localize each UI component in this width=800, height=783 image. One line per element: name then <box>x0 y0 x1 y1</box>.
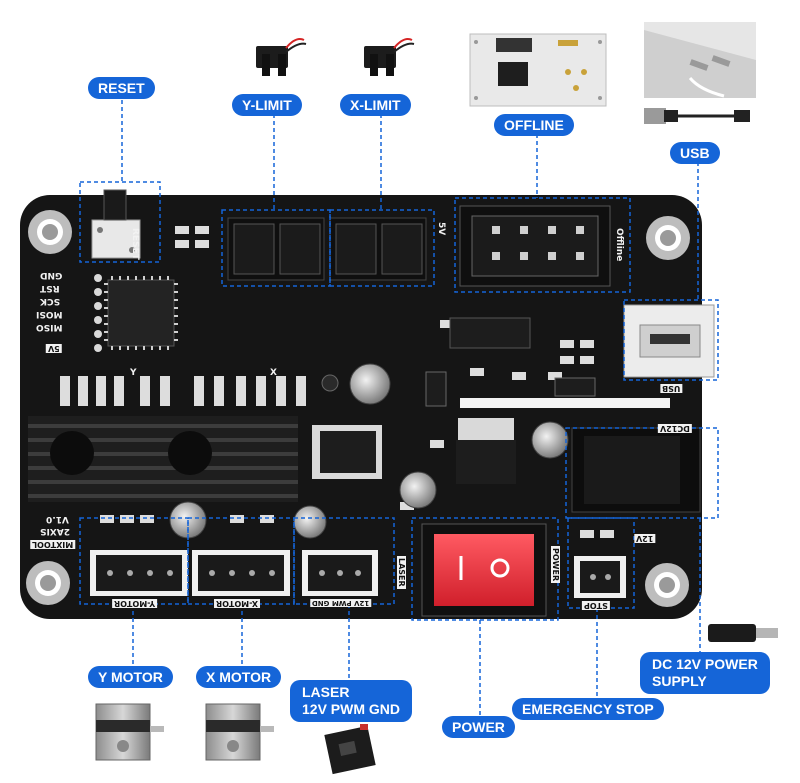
silk-usb: USB <box>660 384 683 393</box>
silk-stop: STOP <box>582 601 610 610</box>
leader-lines <box>121 100 701 716</box>
silk-y: Y <box>130 368 137 378</box>
silk-mosi: MOSI <box>36 309 63 319</box>
usb-cable-icon <box>644 108 750 124</box>
usb-box <box>623 299 719 381</box>
dc-jack <box>571 427 701 513</box>
limit-switch-icon-x <box>364 38 415 76</box>
label-offline: OFFLINE <box>494 114 574 136</box>
label-usb: USB <box>670 142 720 164</box>
silk-offline: Offline <box>614 228 624 262</box>
label-reset: RESET <box>88 77 155 99</box>
silk-laser: LASER <box>397 556 406 589</box>
limit-connectors <box>227 217 427 281</box>
stepper-motor-icon-x <box>205 703 274 761</box>
silk-gnd: GND <box>40 270 63 280</box>
label-x-motor: X MOTOR <box>196 666 282 688</box>
mounting-hole-br <box>645 563 689 607</box>
silk-miso: MISO <box>36 322 63 332</box>
driver-chip <box>449 317 531 349</box>
silk-rst: RST <box>40 283 60 293</box>
dc-plug-icon <box>708 624 778 642</box>
silk-laser-pins: 12V PWM GND <box>310 599 372 607</box>
stepper-motor-icon-y <box>95 703 164 761</box>
silk-dc12v: DC12V <box>658 424 692 433</box>
label-x-limit: X-LIMIT <box>340 94 411 116</box>
silk-brand: MIXTOOL <box>30 540 76 549</box>
dc-box <box>565 427 719 519</box>
silk-version: V1.0 <box>46 514 69 524</box>
voltage-regulator <box>312 425 382 479</box>
board-strip <box>460 398 670 408</box>
silk-5v: 5V <box>436 222 446 236</box>
smd-components <box>60 226 614 538</box>
capacitors <box>169 363 569 539</box>
label-dc-line1: DC 12V POWER <box>652 656 758 672</box>
label-laser-line2: 12V PWM GND <box>302 701 401 717</box>
silk-axis: 2AXIS <box>40 526 70 536</box>
silk-y-motor: Y-MOTOR <box>112 599 158 608</box>
x-limit-box <box>329 209 435 287</box>
mounting-hole-tl <box>28 210 72 254</box>
label-laser: LASER 12V PWM GND <box>290 680 413 722</box>
diode <box>425 371 596 407</box>
label-laser-line1: LASER <box>302 684 350 700</box>
offline-box <box>454 197 631 293</box>
mounting-hole-tr <box>646 216 690 260</box>
silk-pin-5v: 5V <box>46 344 62 353</box>
label-emergency-stop: EMERGENCY STOP <box>512 698 664 720</box>
motor-connectors <box>90 550 626 598</box>
reset-box <box>79 181 161 263</box>
mounting-hole-bl <box>26 561 70 605</box>
limit-switch-icon-y <box>256 38 307 76</box>
label-y-limit: Y-LIMIT <box>232 94 302 116</box>
label-dc-power: DC 12V POWER SUPPLY <box>640 652 770 694</box>
silk-reset: RESET <box>130 228 140 260</box>
silk-12v: 12V <box>634 534 656 543</box>
laser-box <box>293 517 395 605</box>
pcb-board <box>20 189 715 619</box>
silk-x-motor: X-MOTOR <box>214 599 261 608</box>
label-power: POWER <box>442 716 515 738</box>
silk-power: POWER <box>551 546 560 584</box>
offline-controller-icon <box>469 33 607 107</box>
silk-x: X <box>270 368 277 378</box>
y-limit-box <box>221 209 331 287</box>
heatsink <box>28 416 298 502</box>
mosfet <box>456 418 516 484</box>
mcu-chip <box>104 276 178 350</box>
laser-module-icon <box>324 724 376 775</box>
silk-sck: SCK <box>40 296 61 306</box>
usb-port-component <box>623 304 715 378</box>
laptop-usb-icon <box>644 22 756 98</box>
isp-header <box>94 274 102 352</box>
label-y-motor: Y MOTOR <box>88 666 173 688</box>
power-switch <box>421 523 547 617</box>
offline-connector <box>459 205 611 287</box>
reset-button-component <box>91 189 141 259</box>
label-dc-line2: SUPPLY <box>652 673 707 689</box>
